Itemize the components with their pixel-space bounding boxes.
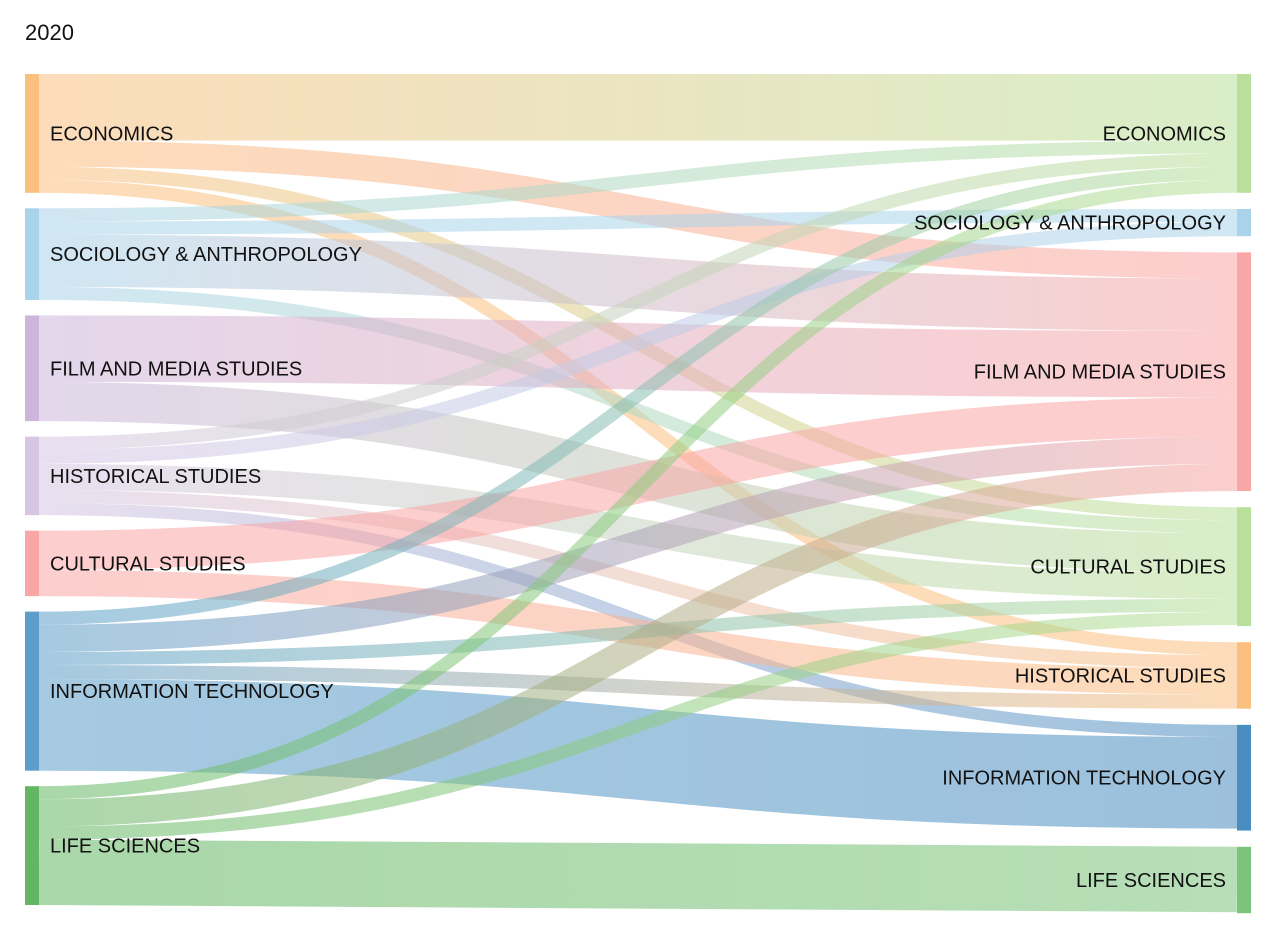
target-node-information-technology[interactable]: [1237, 724, 1251, 831]
target-node-film-and-media-studies[interactable]: [1237, 252, 1251, 492]
target-label-historical-studies: HISTORICAL STUDIES: [1015, 665, 1226, 687]
link-sociology-and-anthropology-to-film-and-media-studies[interactable]: [38, 234, 1238, 331]
target-label-cultural-studies: CULTURAL STUDIES: [1030, 557, 1226, 579]
link-life-sciences-to-film-and-media-studies[interactable]: [38, 463, 1238, 827]
target-node-life-sciences[interactable]: [1237, 846, 1251, 914]
source-label-life-sciences: LIFE SCIENCES: [50, 836, 200, 858]
link-sociology-and-anthropology-to-economics[interactable]: [38, 140, 1238, 222]
labels-layer: ECONOMICS SOCIOLOGY & ANTHROPOLOGY FILM AN…: [50, 123, 1226, 892]
source-label-sociology-and-anthropology: SOCIOLOGY & ANTHROPOLOGY: [50, 244, 362, 266]
source-node-historical-studies[interactable]: [25, 436, 39, 516]
link-life-sciences-to-economics[interactable]: [38, 179, 1238, 800]
source-node-film-and-media-studies[interactable]: [25, 315, 39, 422]
target-node-sociology-and-anthropology[interactable]: [1237, 209, 1251, 237]
link-historical-studies-to-historical-studies[interactable]: [38, 490, 1238, 669]
link-information-technology-to-economics[interactable]: [38, 166, 1238, 625]
source-node-sociology-and-anthropology[interactable]: [25, 208, 39, 300]
link-film-and-media-studies-to-film-and-media-studies[interactable]: [38, 315, 1238, 398]
link-economics-to-film-and-media-studies[interactable]: [38, 140, 1238, 279]
link-sociology-and-anthropology-to-cultural-studies[interactable]: [38, 286, 1238, 534]
source-label-information-technology: INFORMATION TECHNOLOGY: [50, 681, 334, 703]
nodes-layer: [25, 74, 1251, 914]
link-life-sciences-to-life-sciences[interactable]: [38, 839, 1238, 913]
source-node-economics[interactable]: [25, 74, 39, 193]
source-label-economics: ECONOMICS: [50, 123, 173, 145]
target-node-cultural-studies[interactable]: [1237, 507, 1251, 627]
target-label-life-sciences: LIFE SCIENCES: [1076, 870, 1226, 892]
links-layer: [38, 73, 1238, 913]
target-node-historical-studies[interactable]: [1237, 642, 1251, 709]
chart-title: 2020: [25, 20, 74, 45]
target-label-economics: ECONOMICS: [1103, 123, 1226, 145]
link-historical-studies-to-economics[interactable]: [38, 153, 1238, 450]
link-information-technology-to-information-technology[interactable]: [38, 679, 1238, 829]
target-node-economics[interactable]: [1237, 74, 1251, 193]
source-node-life-sciences[interactable]: [25, 786, 39, 905]
target-label-sociology-and-anthropology: SOCIOLOGY & ANTHROPOLOGY: [914, 213, 1226, 235]
source-node-information-technology[interactable]: [25, 611, 39, 771]
target-label-information-technology: INFORMATION TECHNOLOGY: [942, 768, 1226, 790]
source-label-cultural-studies: CULTURAL STUDIES: [50, 553, 246, 575]
link-information-technology-to-film-and-media-studies[interactable]: [38, 436, 1238, 652]
link-historical-studies-to-sociology-and-anthropology[interactable]: [38, 222, 1238, 464]
link-life-sciences-to-cultural-studies[interactable]: [38, 611, 1238, 840]
source-label-historical-studies: HISTORICAL STUDIES: [50, 466, 261, 488]
target-label-film-and-media-studies: FILM AND MEDIA STUDIES: [974, 362, 1226, 384]
source-label-film-and-media-studies: FILM AND MEDIA STUDIES: [50, 358, 302, 380]
link-information-technology-to-historical-studies[interactable]: [38, 664, 1238, 709]
source-node-cultural-studies[interactable]: [25, 530, 39, 597]
